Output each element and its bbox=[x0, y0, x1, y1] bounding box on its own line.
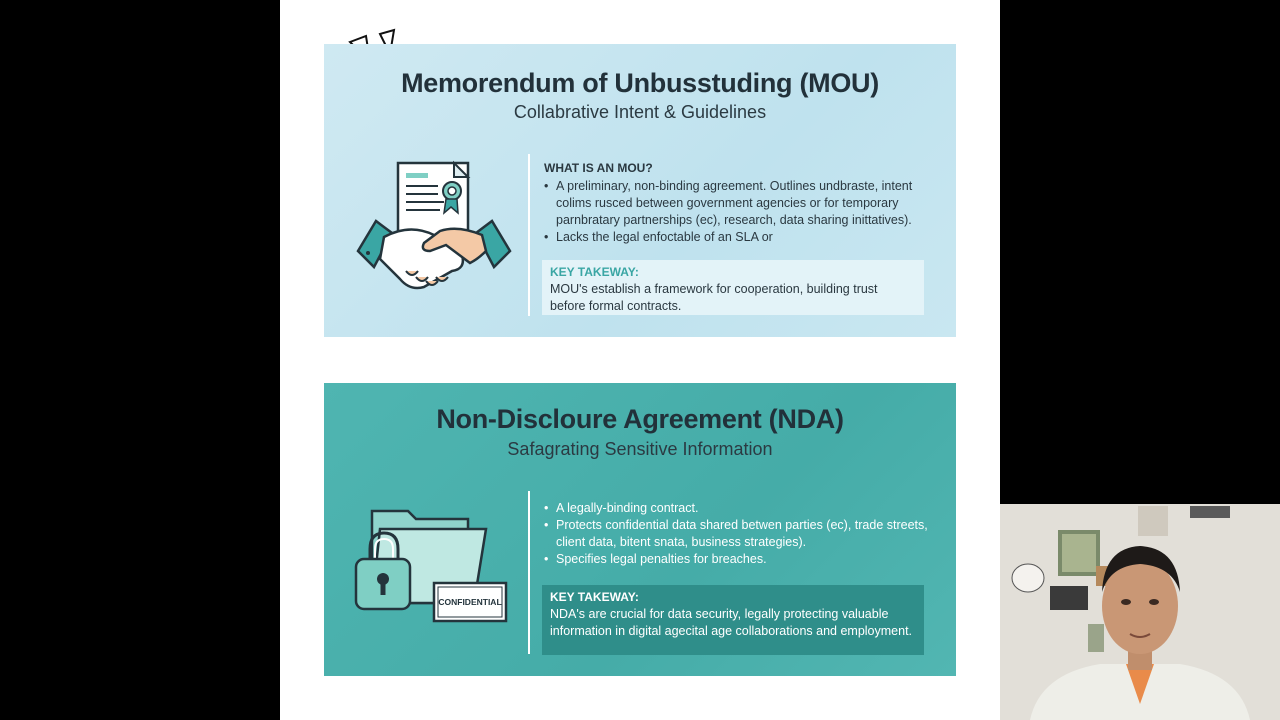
mou-subtitle: Collabrative Intent & Guidelines bbox=[513, 102, 767, 122]
confidential-stamp: CONFIDENTIAL bbox=[438, 597, 501, 607]
mou-bullet: A preliminary, non-binding agreement. Ou… bbox=[544, 178, 934, 229]
nda-content: A legally-binding contract. Protects con… bbox=[544, 500, 934, 568]
slide: Memorendum of Unbusstuding (MOU) Collabr… bbox=[280, 0, 1000, 720]
nda-subtitle: Safagrating Sensitive Information bbox=[507, 439, 773, 459]
mou-bullet-list: A preliminary, non-binding agreement. Ou… bbox=[544, 178, 934, 246]
nda-takeaway-label: KEY TAKEWAY: bbox=[550, 590, 639, 604]
mou-content: WHAT IS AN MOU? A preliminary, non-bindi… bbox=[544, 160, 934, 246]
mou-takeaway-label: KEY TAKEWAY: bbox=[550, 265, 639, 279]
nda-divider bbox=[528, 491, 530, 654]
nda-bullet: A legally-binding contract. bbox=[544, 500, 934, 517]
mou-divider bbox=[528, 154, 530, 316]
nda-bullet-list: A legally-binding contract. Protects con… bbox=[544, 500, 934, 568]
presenter-webcam bbox=[1000, 504, 1280, 720]
folder-lock-icon: CONFIDENTIAL bbox=[354, 509, 508, 623]
mou-bullet: Lacks the legal enfoctable of an SLA or bbox=[544, 229, 934, 246]
presenter-video-icon bbox=[1000, 504, 1280, 720]
nda-title: Non-Discloure Agreement (NDA) bbox=[436, 404, 844, 434]
nda-key-takeaway: KEY TAKEWAY: NDA's are crucial for data … bbox=[542, 585, 924, 655]
mou-title: Memorendum of Unbusstuding (MOU) bbox=[401, 68, 879, 98]
nda-bullet: Specifies legal penalties for breaches. bbox=[544, 551, 934, 568]
handshake-document-icon bbox=[356, 160, 512, 290]
nda-takeaway-text: NDA's are crucial for data security, leg… bbox=[550, 607, 913, 638]
mou-key-takeaway: KEY TAKEWAY: MOU's establish a framework… bbox=[542, 260, 924, 315]
mou-section-heading: WHAT IS AN MOU? bbox=[544, 161, 653, 175]
mou-takeaway-text: MOU's establish a framework for cooperat… bbox=[550, 282, 878, 313]
mou-card: Memorendum of Unbusstuding (MOU) Collabr… bbox=[324, 44, 956, 337]
nda-card: Non-Discloure Agreement (NDA) Safagratin… bbox=[324, 383, 956, 676]
nda-bullet: Protects confidential data shared betwen… bbox=[544, 517, 934, 551]
